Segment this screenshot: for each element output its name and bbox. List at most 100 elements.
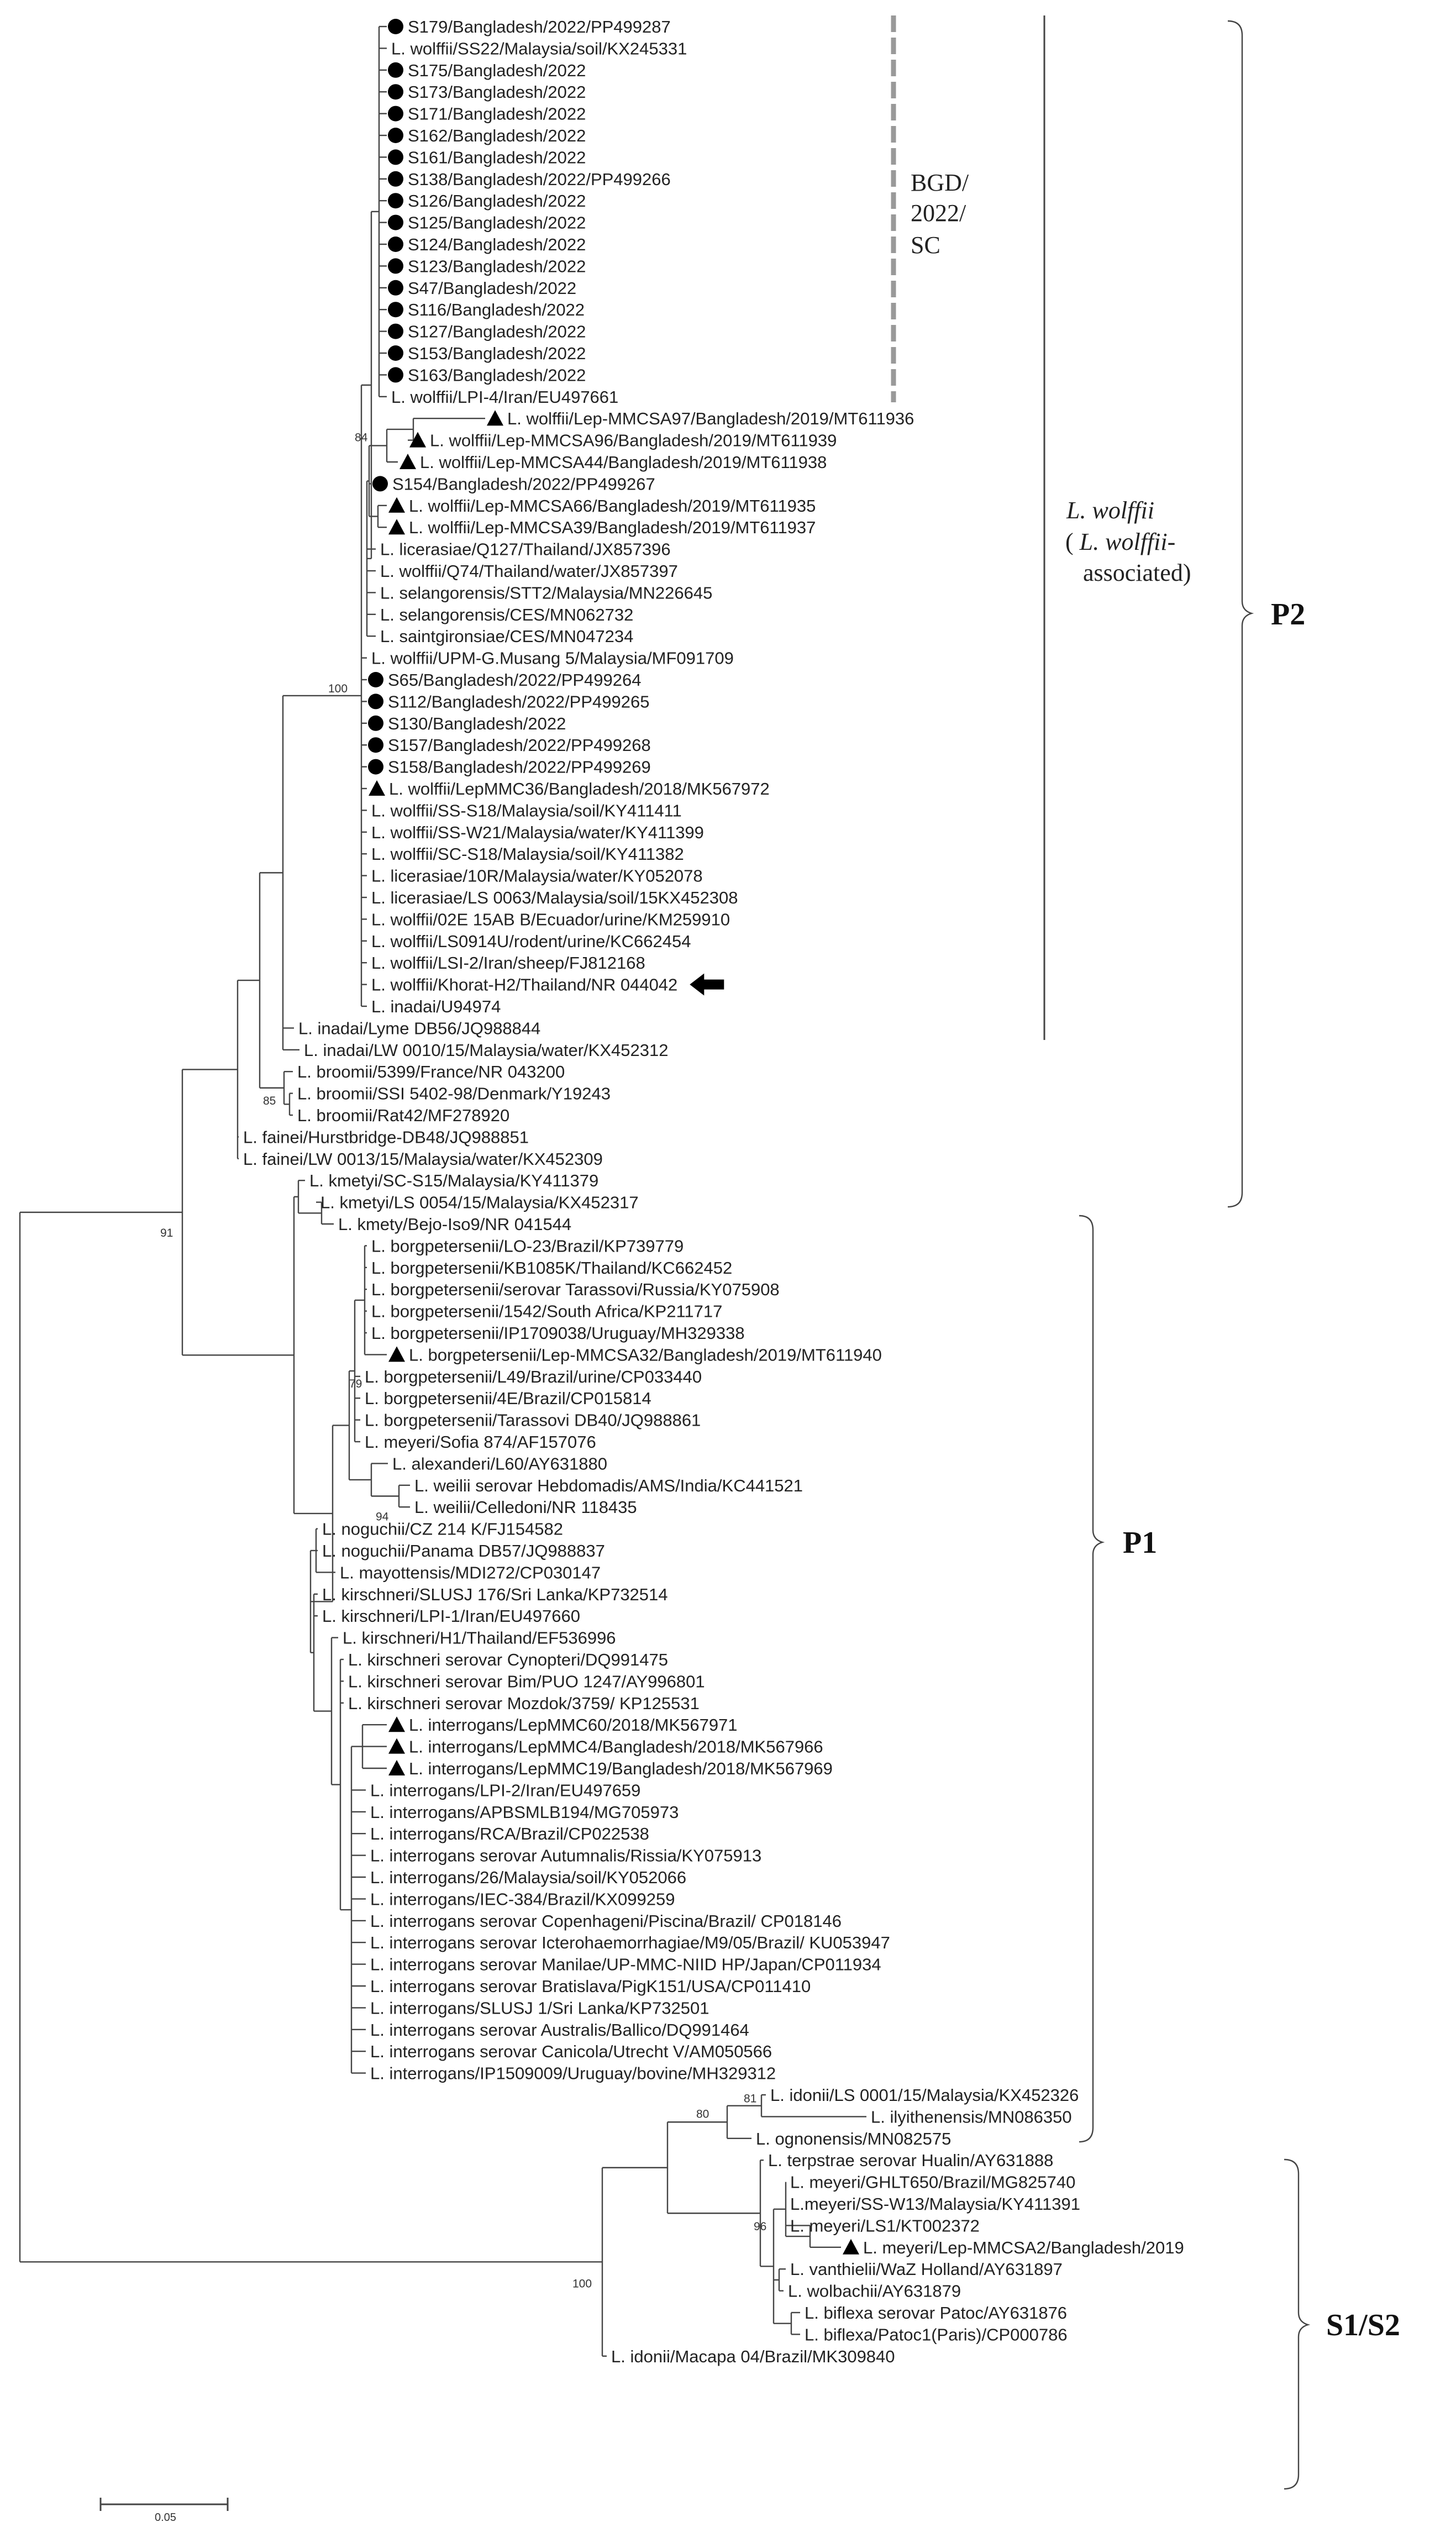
tip-label: L. borgpetersenii/Tarassovi DB40/JQ98886…: [365, 1411, 701, 1430]
tip-label: L. weilii serovar Hebdomadis/AMS/India/K…: [414, 1476, 803, 1495]
bootstrap-value: 80: [696, 2108, 709, 2120]
tip-label: L. biflexa serovar Patoc/AY631876: [805, 2303, 1067, 2323]
circle-marker-icon: [388, 323, 403, 339]
clade-p1-label: P1: [1123, 1526, 1157, 1560]
tip-label: S138/Bangladesh/2022/PP499266: [408, 170, 671, 189]
tree-branches: [19, 25, 866, 2357]
tip-label: L. kirschneri/SLUSJ 176/Sri Lanka/KP7325…: [322, 1585, 668, 1604]
bootstrap-value: 85: [263, 1095, 276, 1107]
triangle-marker-icon: [388, 1346, 405, 1362]
tip-label: L. idonii/LS 0001/15/Malaysia/KX452326: [770, 2085, 1079, 2105]
triangle-marker-icon: [388, 519, 405, 535]
tip-label: S116/Bangladesh/2022: [408, 300, 585, 319]
tip-label: L. selangorensis/CES/MN062732: [380, 605, 633, 624]
triangle-marker-icon: [487, 410, 503, 426]
tip-label: S171/Bangladesh/2022: [408, 104, 586, 124]
tip-label: L. interrogans/IEC-384/Brazil/KX099259: [370, 1889, 675, 1909]
tip-label: S127/Bangladesh/2022: [408, 322, 586, 341]
tip-label: L. kmetyi/SC-S15/Malaysia/KY411379: [309, 1171, 598, 1190]
tip-label: L. weilii/Celledoni/NR 118435: [414, 1498, 637, 1517]
p2-bracket: [1227, 20, 1254, 1208]
tip-label: L.meyeri/SS-W13/Malaysia/KY411391: [790, 2194, 1080, 2214]
tip-label: L. inadai/U94974: [371, 997, 501, 1016]
tip-label: S161/Bangladesh/2022: [408, 148, 586, 167]
tip-label: L. fainei/LW 0013/15/Malaysia/water/KX45…: [243, 1149, 603, 1169]
tip-label: L. meyeri/LS1/KT002372: [790, 2216, 980, 2235]
tip-label: L. interrogans/LepMMC4/Bangladesh/2018/M…: [409, 1737, 823, 1757]
tip-label: L. wolffii/SS-W21/Malaysia/water/KY41139…: [371, 823, 704, 842]
tip-label: L. borgpetersenii/LO-23/Brazil/KP739779: [371, 1236, 684, 1255]
circle-marker-icon: [388, 258, 403, 274]
tip-label: S157/Bangladesh/2022/PP499268: [388, 735, 651, 755]
tip-label: L. vanthielii/WaZ Holland/AY631897: [790, 2260, 1063, 2279]
tip-label: L. borgpetersenii/IP1709038/Uruguay/MH32…: [371, 1323, 745, 1343]
circle-marker-icon: [368, 715, 383, 731]
tip-label: L. interrogans/RCA/Brazil/CP022538: [370, 1824, 649, 1843]
tip-label: L. kmetyi/LS 0054/15/Malaysia/KX452317: [320, 1193, 639, 1212]
tip-label: L. terpstrae serovar Hualin/AY631888: [768, 2151, 1053, 2170]
tip-label: L. borgpetersenii/Lep-MMCSA32/Bangladesh…: [409, 1345, 882, 1364]
tip-label: L. biflexa/Patoc1(Paris)/CP000786: [805, 2325, 1068, 2344]
tip-label: S158/Bangladesh/2022/PP499269: [388, 758, 651, 777]
circle-marker-icon: [388, 193, 403, 209]
tip-label: L. wolffii/Lep-MMCSA96/Bangladesh/2019/M…: [430, 431, 837, 450]
circle-marker-icon: [388, 84, 403, 100]
tip-label: L. wolbachii/AY631879: [788, 2282, 961, 2301]
bootstrap-value: 81: [744, 2093, 756, 2105]
tip-label: L. saintgironsiae/CES/MN047234: [380, 627, 633, 646]
tip-label: L. noguchii/Panama DB57/JQ988837: [322, 1541, 605, 1561]
tip-label: L. interrogans/LepMMC60/2018/MK567971: [409, 1715, 738, 1735]
bootstrap-value: 84: [355, 431, 368, 444]
tip-label: L. borgpetersenii/1542/South Africa/KP21…: [371, 1302, 722, 1321]
tip-label: L. meyeri/GHLT650/Brazil/MG825740: [790, 2173, 1075, 2192]
tip-label: L. wolffii/LSI-2/Iran/sheep/FJ812168: [371, 953, 645, 973]
bgd-label-line3: SC: [911, 232, 940, 259]
triangle-marker-icon: [843, 2239, 859, 2255]
tip-label: S154/Bangladesh/2022/PP499267: [392, 474, 655, 493]
tip-label: L. interrogans/26/Malaysia/soil/KY052066: [370, 1868, 686, 1887]
tip-label: L. wolffii/UPM-G.Musang 5/Malaysia/MF091…: [371, 649, 734, 668]
clade-s1s2-label: S1/S2: [1326, 2308, 1400, 2342]
tip-label: L. interrogans serovar Icterohaemorrhagi…: [370, 1933, 890, 1952]
triangle-marker-icon: [388, 497, 405, 513]
tip-label: L. noguchii/CZ 214 K/FJ154582: [322, 1520, 563, 1539]
left-arrow-icon: [690, 973, 724, 996]
tip-label: L. meyeri/Lep-MMCSA2/Bangladesh/2019: [863, 2238, 1184, 2257]
triangle-marker-icon: [388, 1760, 405, 1775]
tip-label: L. inadai/Lyme DB56/JQ988844: [298, 1018, 540, 1038]
wolffii-label-line1: L. wolffii: [1066, 497, 1154, 524]
tip-label: S162/Bangladesh/2022: [408, 126, 586, 145]
tip-label: L. licerasiae/LS 0063/Malaysia/soil/15KX…: [371, 888, 738, 907]
tip-label: L. kmety/Bejo-Iso9/NR 041544: [338, 1215, 571, 1234]
tip-label: L. inadai/LW 0010/15/Malaysia/water/KX45…: [304, 1041, 668, 1060]
tip-label: L. broomii/SSI 5402-98/Denmark/Y19243: [297, 1084, 611, 1104]
tip-label: L. wolffii/Lep-MMCSA44/Bangladesh/2019/M…: [420, 453, 827, 472]
circle-marker-icon: [368, 759, 383, 775]
p1-bracket: [1079, 1215, 1105, 2143]
tip-label: L. ilyithenensis/MN086350: [871, 2107, 1072, 2126]
bootstrap-value: 96: [754, 2220, 766, 2233]
tip-label: L. selangorensis/STT2/Malaysia/MN226645: [380, 583, 712, 602]
tip-label: S65/Bangladesh/2022/PP499264: [388, 670, 642, 690]
circle-marker-icon: [368, 737, 383, 753]
tip-label: L. kirschneri serovar Mozdok/3759/ KP125…: [348, 1694, 700, 1713]
tip-label: S130/Bangladesh/2022: [388, 714, 566, 733]
tip-label: L. borgpetersenii/L49/Brazil/urine/CP033…: [365, 1367, 702, 1386]
tip-label: L. interrogans serovar Bratislava/PigK15…: [370, 1977, 811, 1996]
circle-marker-icon: [388, 367, 403, 383]
scale-bar: 0.05: [99, 2498, 229, 2522]
circle-marker-icon: [388, 171, 403, 187]
tip-label: L. interrogans/LepMMC19/Bangladesh/2018/…: [409, 1759, 833, 1778]
tip-label: S112/Bangladesh/2022/PP499265: [388, 692, 649, 711]
circle-marker-icon: [388, 62, 403, 78]
circle-marker-icon: [388, 302, 403, 318]
tip-label: L. interrogans/LPI-2/Iran/EU497659: [370, 1780, 640, 1800]
tip-label: S123/Bangladesh/2022: [408, 256, 586, 276]
scale-bar-label: 0.05: [155, 2512, 176, 2522]
tip-label: S163/Bangladesh/2022: [408, 365, 586, 385]
tip-label: L. wolffii/SS22/Malaysia/soil/KX245331: [391, 39, 687, 58]
circle-marker-icon: [388, 345, 403, 361]
tip-label: S125/Bangladesh/2022: [408, 213, 586, 233]
triangle-marker-icon: [400, 454, 416, 469]
